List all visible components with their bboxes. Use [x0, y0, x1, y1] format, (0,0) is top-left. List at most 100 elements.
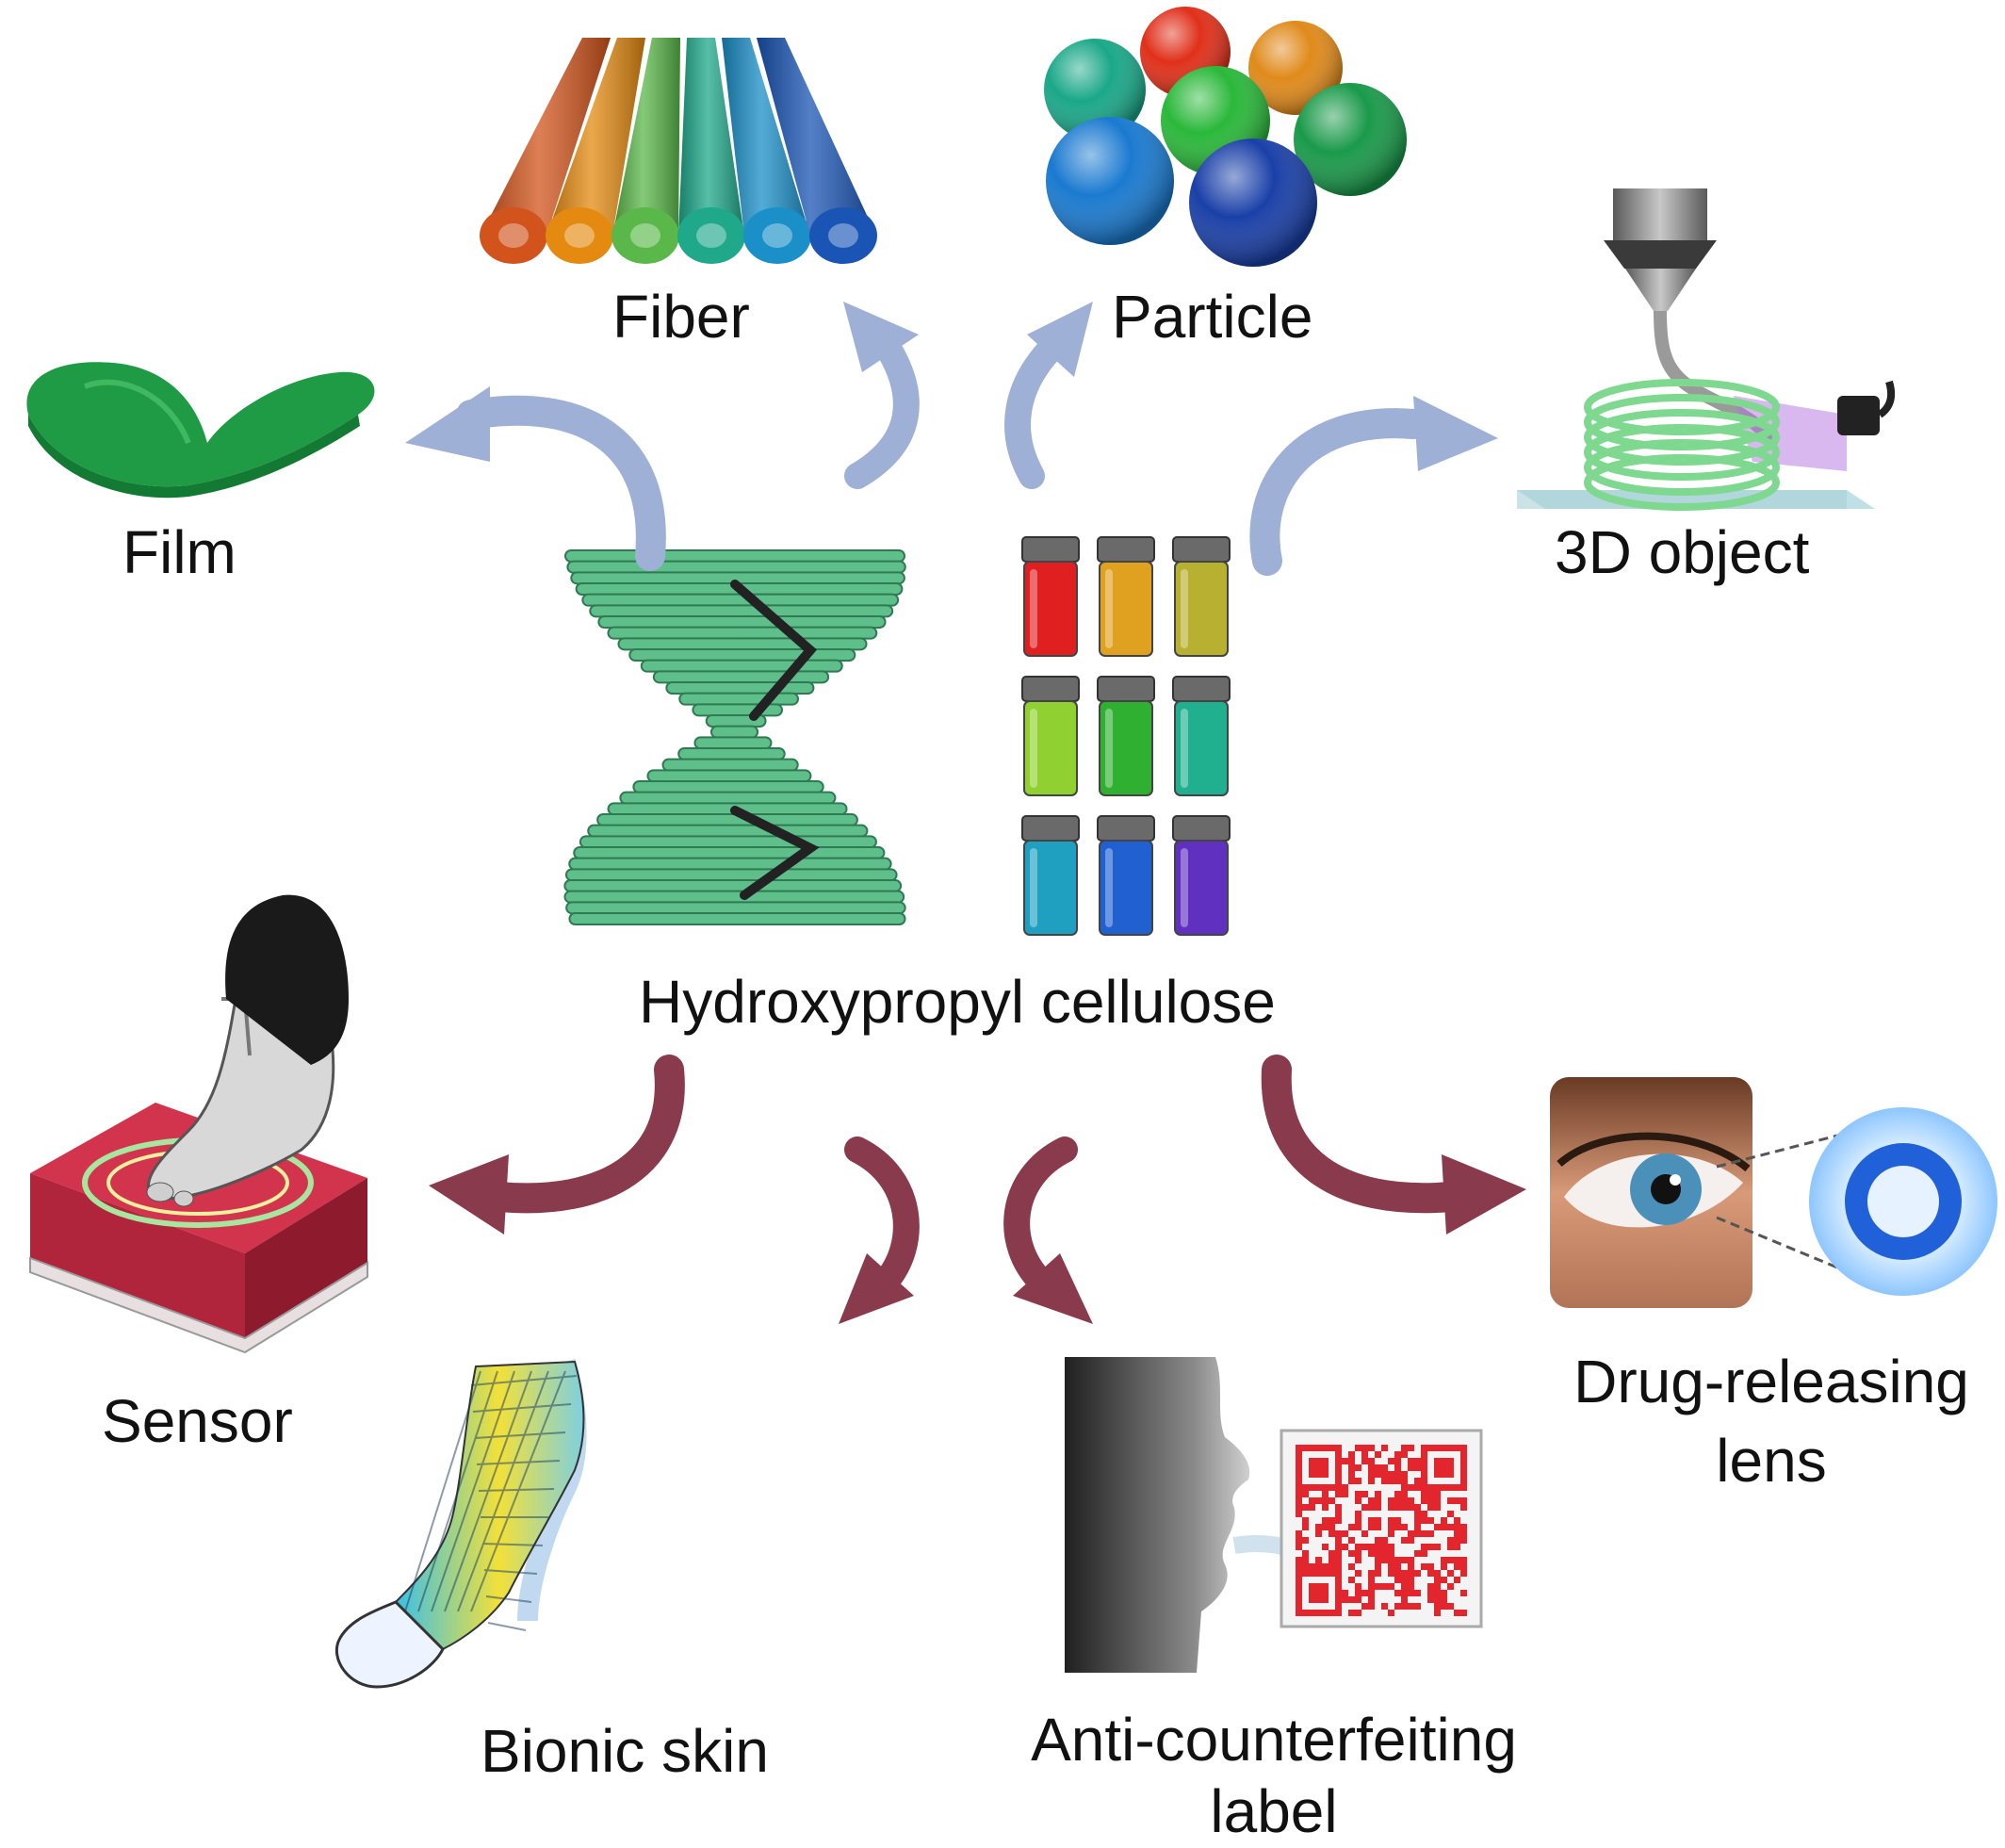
qr-module [1388, 1530, 1394, 1537]
qr-module [1368, 1497, 1375, 1504]
qr-module [1454, 1557, 1460, 1563]
coil-ring [1584, 409, 1780, 466]
qr-finder-core [1309, 1458, 1329, 1478]
qr-module [1342, 1458, 1348, 1464]
vial-shine [1181, 709, 1188, 788]
qr-module [1348, 1610, 1355, 1616]
qr-module [1361, 1451, 1368, 1458]
qr-module [1394, 1590, 1401, 1596]
qr-module [1427, 1530, 1434, 1537]
breath-qr-label-icon [1065, 1357, 1483, 1673]
qr-module [1342, 1596, 1348, 1603]
qr-module [1460, 1504, 1467, 1511]
foot-pressure-sensor-icon [29, 894, 368, 1354]
qr-module [1368, 1471, 1375, 1478]
qr-module [1361, 1603, 1368, 1610]
arrow-to-film [456, 395, 666, 571]
qr-module [1388, 1471, 1394, 1478]
vial-shine [1030, 848, 1037, 927]
qr-module [1296, 1491, 1302, 1497]
fiber-end [480, 207, 547, 264]
qr-module [1355, 1550, 1361, 1557]
qr-module [1335, 1557, 1342, 1563]
qr-module [1401, 1478, 1408, 1484]
qr-module [1401, 1537, 1408, 1544]
qr-module [1401, 1484, 1408, 1491]
qr-module [1401, 1497, 1408, 1504]
skin-grid-line [476, 1460, 561, 1465]
arrow-to-sensor-head [429, 1154, 509, 1235]
helix-rod [564, 549, 905, 563]
fiber-shade [722, 38, 810, 236]
qr-module [1381, 1445, 1388, 1451]
qr-module [1408, 1530, 1414, 1537]
qr-module [1322, 1563, 1329, 1570]
fiber-shade [481, 38, 611, 236]
qr-module [1355, 1497, 1361, 1504]
vial-shine [1030, 569, 1037, 648]
qr-module [1401, 1445, 1408, 1451]
qr-module [1375, 1583, 1381, 1590]
skin-grid-line [470, 1375, 578, 1386]
helix-rod [677, 747, 786, 760]
helix-rod [665, 681, 815, 695]
qr-module [1421, 1497, 1427, 1504]
qr-module [1460, 1590, 1467, 1596]
qr-module [1401, 1603, 1408, 1610]
qr-module [1375, 1464, 1381, 1471]
arrow-to-anti [1003, 1137, 1078, 1295]
helix-rod [563, 879, 903, 892]
bionic-skin-arm-icon [334, 1358, 587, 1689]
qr-module [1381, 1557, 1388, 1563]
qr-module [1355, 1445, 1361, 1451]
helix-rod [579, 835, 877, 849]
qr-module [1302, 1517, 1309, 1524]
qr-finder-core [1309, 1583, 1329, 1603]
qr-module [1408, 1484, 1414, 1491]
qr-module [1335, 1537, 1342, 1544]
skin-grid-line [404, 1370, 481, 1612]
qr-module [1335, 1530, 1342, 1537]
qr-module [1355, 1478, 1361, 1484]
qr-module [1381, 1603, 1388, 1610]
qr-module [1355, 1596, 1361, 1603]
qr-module [1355, 1524, 1361, 1530]
coil-ring [1584, 379, 1780, 435]
helix-rod [565, 901, 906, 915]
qr-module [1315, 1557, 1322, 1563]
qr-module [1322, 1517, 1329, 1524]
qr-module [1375, 1504, 1381, 1511]
qr-module [1368, 1577, 1375, 1583]
vial-body [1023, 561, 1078, 657]
helix-rod [573, 846, 886, 859]
helix-rod [628, 648, 856, 662]
qr-module [1460, 1557, 1467, 1563]
qr-module [1441, 1557, 1447, 1563]
qr-module [1421, 1563, 1427, 1570]
qr-module [1355, 1583, 1361, 1590]
qr-module [1381, 1537, 1388, 1544]
vial-cap [1172, 676, 1231, 702]
qr-module [1302, 1524, 1309, 1530]
qr-module [1408, 1458, 1414, 1464]
qr-module [1375, 1524, 1381, 1530]
skin-grid-line [483, 1569, 538, 1575]
vial-shine [1105, 569, 1113, 648]
arrow-to-lens-head [1442, 1154, 1526, 1235]
fiber-shade [546, 38, 645, 236]
qr-module [1394, 1491, 1401, 1497]
arrow-to-fiber-head [843, 302, 919, 372]
qr-module [1348, 1596, 1355, 1603]
qr-module [1441, 1517, 1447, 1524]
qr-module [1394, 1577, 1401, 1583]
eye-contact-lens-icon [1550, 1077, 1997, 1308]
qr-module [1414, 1570, 1421, 1577]
qr-module [1296, 1563, 1302, 1570]
helix-rod [640, 659, 843, 673]
fiber-end-glow [498, 223, 529, 248]
qr-module [1361, 1445, 1368, 1451]
qr-module [1388, 1524, 1394, 1530]
applications-arrows [429, 1055, 1526, 1324]
helix-rod [709, 725, 759, 739]
qr-module [1348, 1550, 1355, 1557]
